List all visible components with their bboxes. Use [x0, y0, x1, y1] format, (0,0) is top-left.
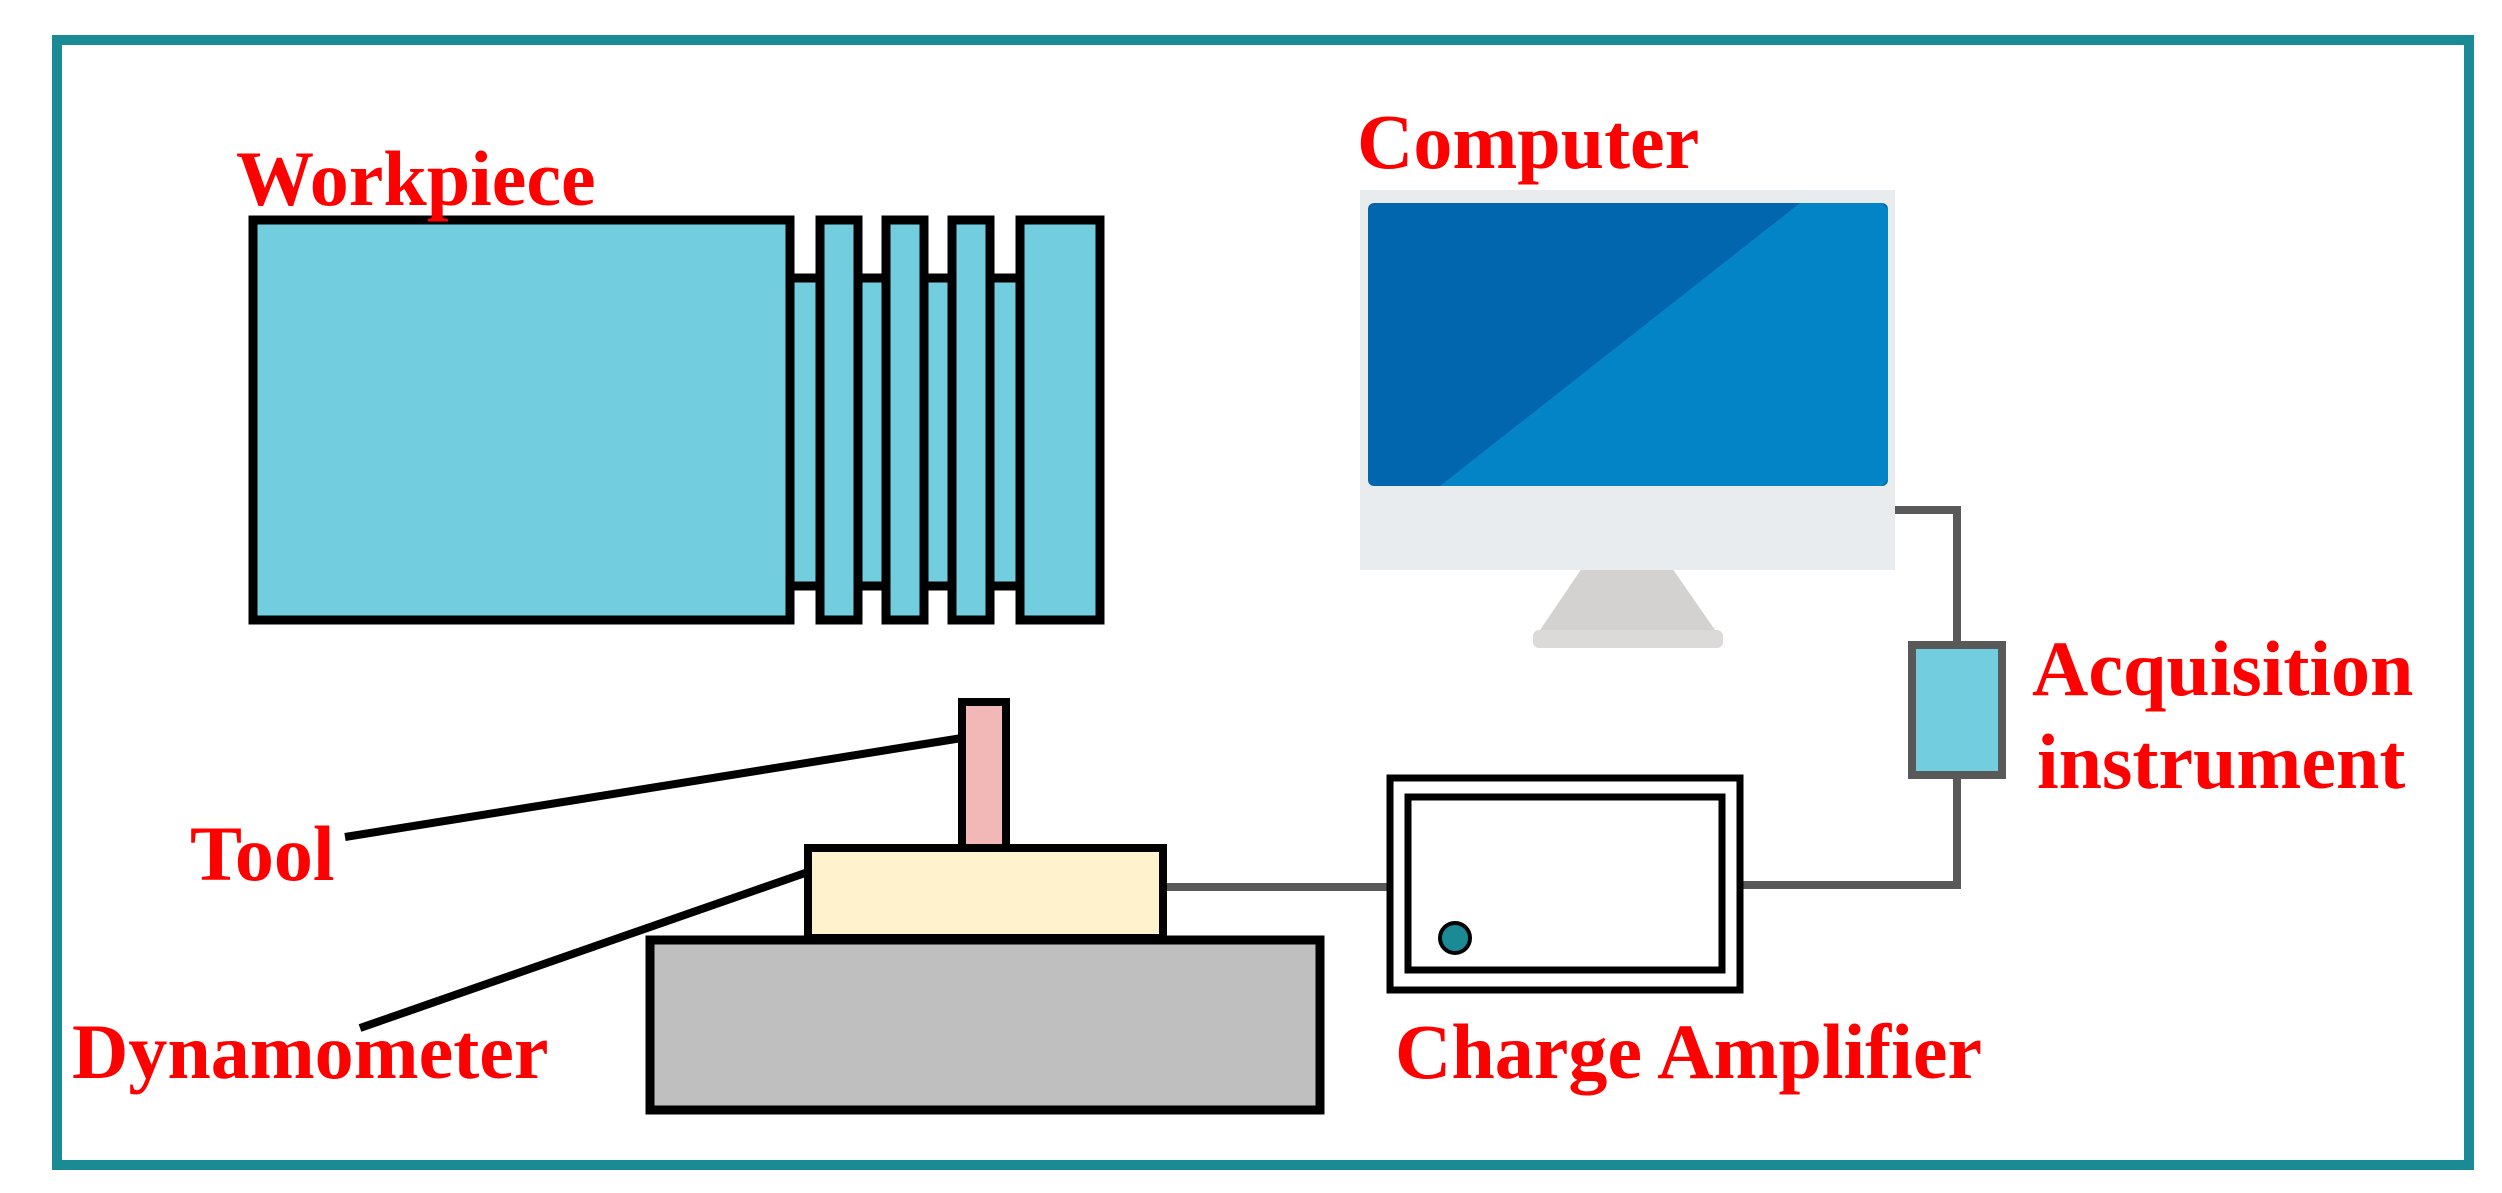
monitor-screen-glare — [1440, 203, 1888, 486]
cable-acquisition-to-amplifier — [1740, 775, 1961, 889]
acquisition-label-line2: instrument — [2037, 718, 2405, 805]
workpiece-ring-3 — [947, 215, 995, 625]
charge-amplifier — [1386, 774, 1744, 994]
acquisition-label-line1: Acquisition — [2032, 625, 2413, 712]
computer-monitor — [1360, 190, 1895, 648]
workpiece-label: Workpiece — [236, 135, 596, 222]
workpiece-end — [1015, 215, 1105, 625]
dynamometer — [804, 844, 1167, 942]
workpiece — [248, 215, 1105, 625]
acquisition-instrument — [1908, 641, 2006, 779]
tool-label: Tool — [190, 810, 335, 897]
tool-leader-line — [344, 734, 963, 841]
monitor-stand — [1540, 568, 1715, 630]
charge-amplifier-label: Charge Amplifier — [1395, 1008, 1982, 1095]
cutting-tool — [958, 698, 1010, 852]
dynamometer-label: Dynamometer — [72, 1008, 549, 1095]
workpiece-ring-2 — [881, 215, 929, 625]
monitor-base — [1533, 630, 1723, 648]
computer-label: Computer — [1357, 98, 1699, 185]
workpiece-body — [248, 215, 795, 625]
dynamometer-leader-line — [358, 868, 810, 1032]
workpiece-ring-1 — [815, 215, 863, 625]
machine-base — [645, 935, 1325, 1115]
cable-computer-to-acquisition — [1895, 506, 1961, 645]
amplifier-knob — [1438, 921, 1472, 955]
cables — [1163, 506, 1961, 891]
